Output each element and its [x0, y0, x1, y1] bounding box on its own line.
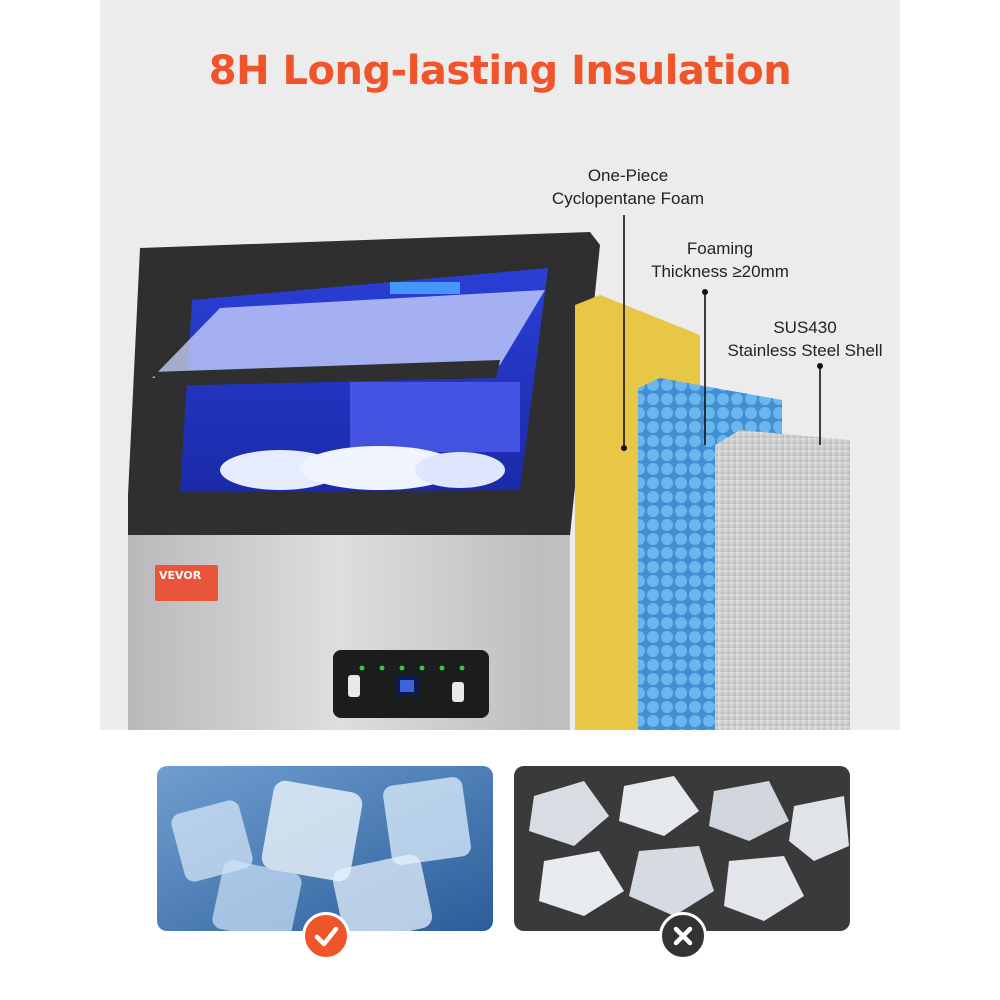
product-hero: VEVOR [100, 0, 900, 730]
callout-foam-line2: Cyclopentane Foam [551, 189, 705, 208]
callout-shell: SUS430 Stainless Steel Shell [720, 316, 890, 362]
vevor-logo-text: VEVOR [159, 569, 202, 582]
callout-thickness: Foaming Thickness ≥20mm [640, 237, 800, 283]
check-badge [302, 912, 350, 960]
callout-shell-line2: Stainless Steel Shell [727, 341, 883, 360]
steel-shell [715, 430, 850, 730]
ice-cubes-image [157, 766, 493, 931]
callout-foam: One-Piece Cyclopentane Foam [528, 164, 728, 210]
x-icon [673, 926, 693, 946]
check-icon [314, 926, 339, 947]
callout-foam-line1: One-Piece [587, 166, 669, 185]
callout-thickness-line2: Thickness ≥20mm [651, 262, 789, 281]
crushed-ice-image [514, 766, 850, 931]
page-title: 8H Long-lasting Insulation [208, 48, 792, 94]
ice-maker-illustration [128, 215, 850, 730]
vevor-logo: VEVOR [155, 565, 218, 601]
callout-thickness-line1: Foaming [686, 239, 754, 258]
callout-shell-line1: SUS430 [773, 318, 837, 337]
flip-lid [152, 290, 545, 378]
x-badge [659, 912, 707, 960]
